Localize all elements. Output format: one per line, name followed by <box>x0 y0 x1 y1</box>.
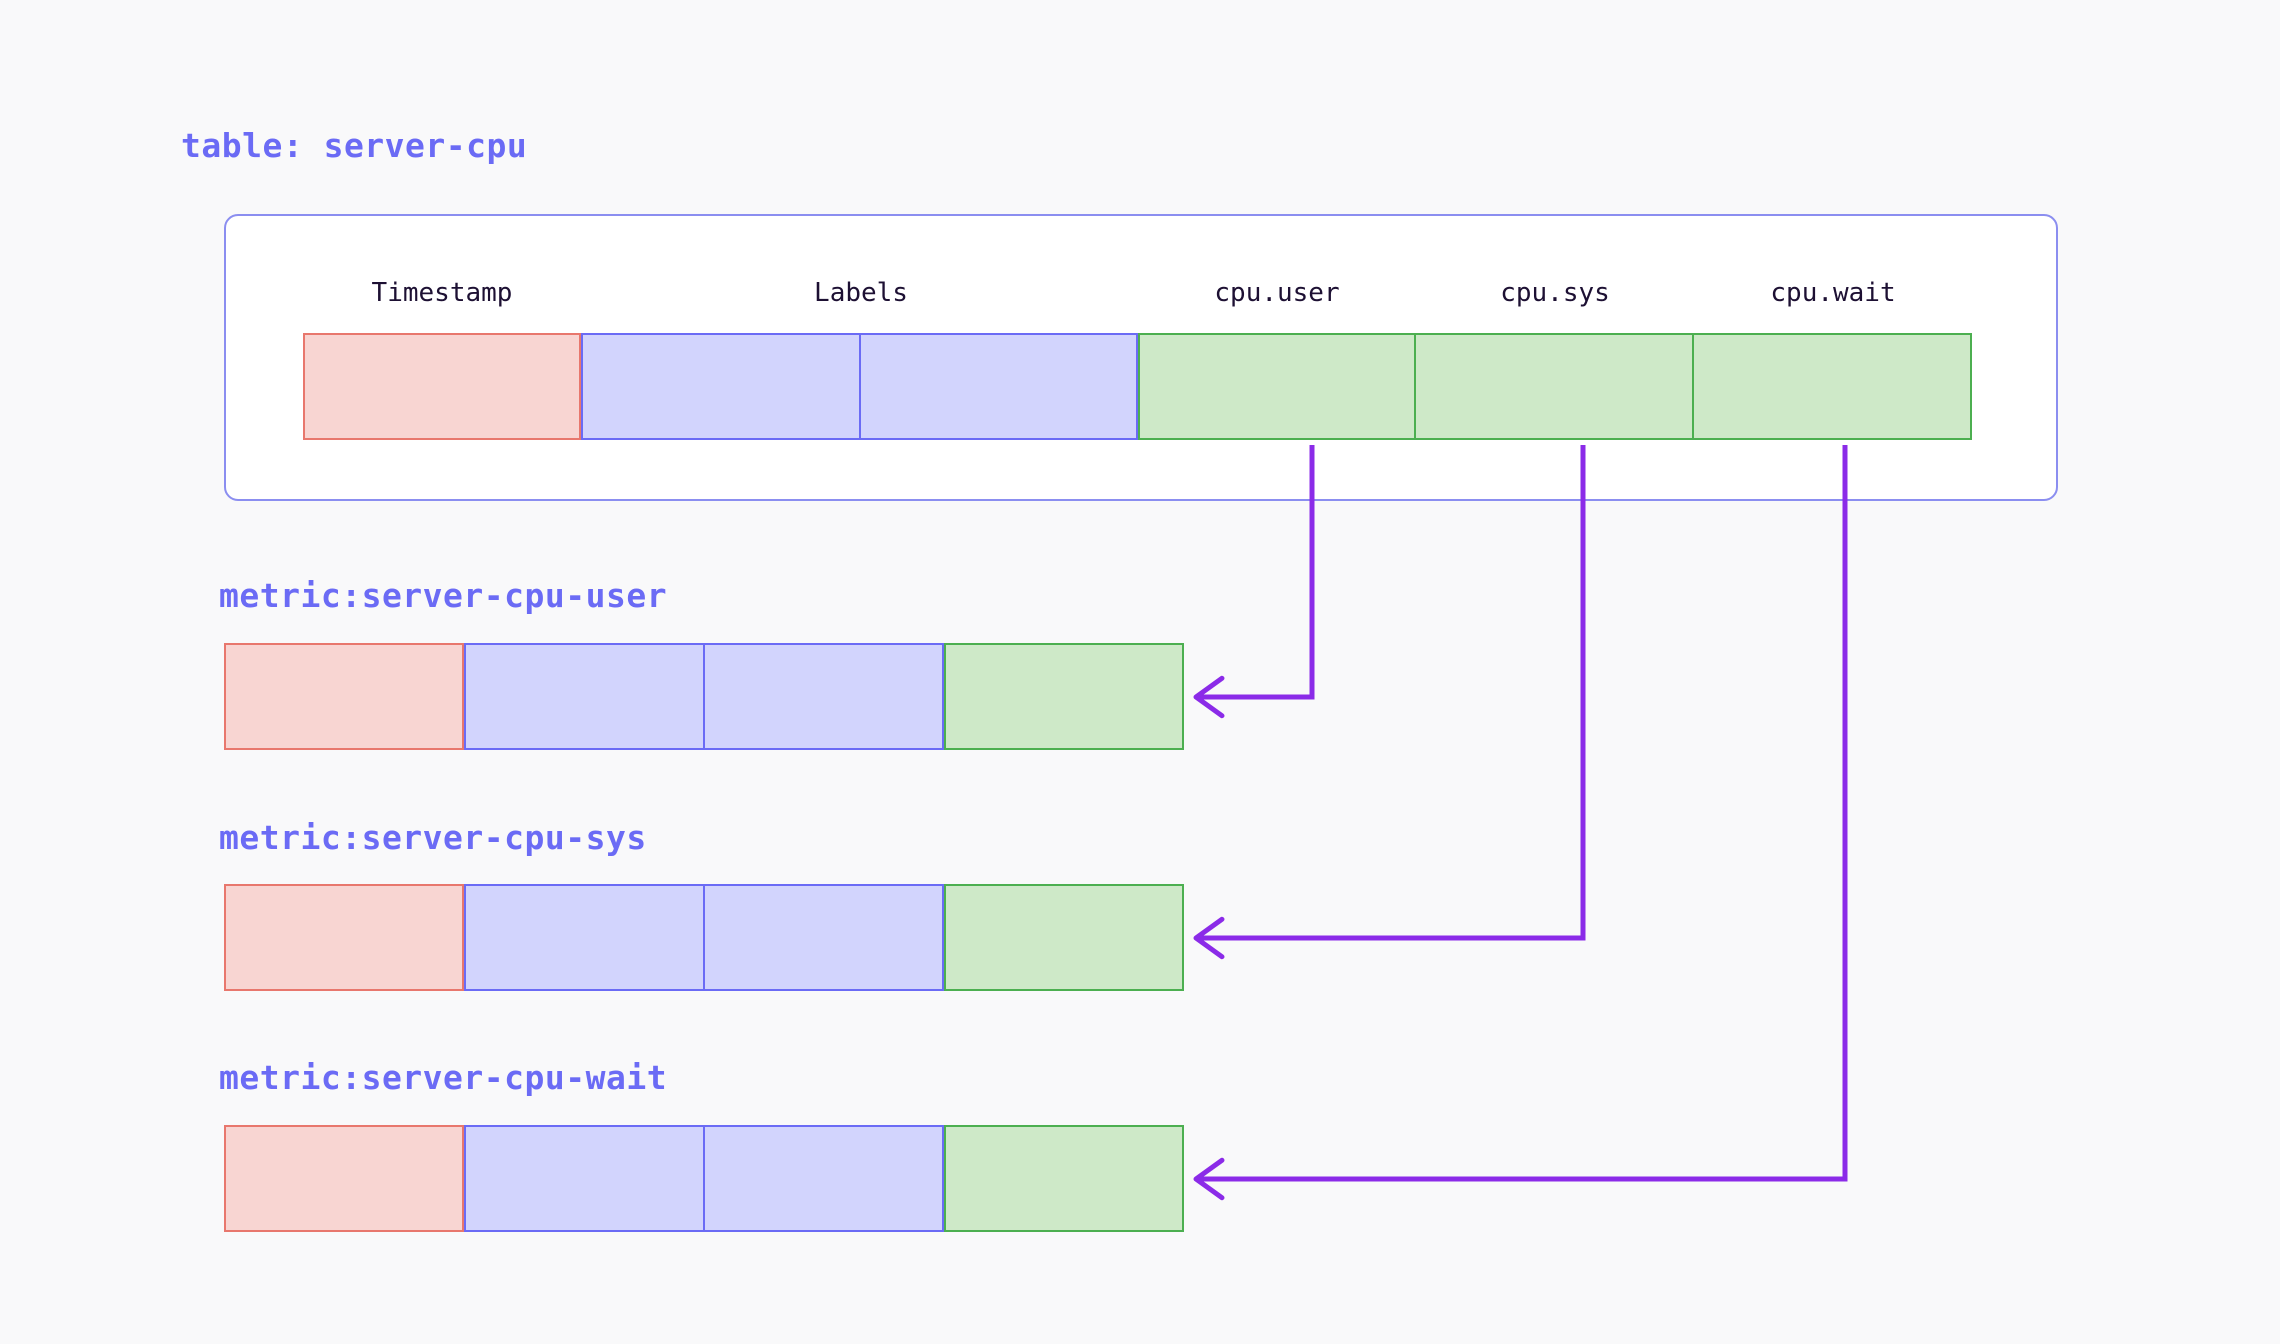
table-cell-cpu-user <box>1138 333 1415 440</box>
table-cell-labels <box>581 333 860 440</box>
metric-cell-blue <box>464 1125 704 1232</box>
metric-cell-blue <box>704 1125 944 1232</box>
table-cell-cpu-wait <box>1693 333 1972 440</box>
metric-row-2 <box>224 1125 1184 1232</box>
metric-title-2: metric:server-cpu-wait <box>219 1058 668 1097</box>
table-title: table: server-cpu <box>181 126 528 165</box>
metric-cell-red <box>224 643 464 750</box>
metric-cell-green <box>944 643 1184 750</box>
metric-title-1: metric:server-cpu-sys <box>219 818 647 857</box>
column-header-timestamp: Timestamp <box>371 278 513 308</box>
metric-cell-blue <box>704 643 944 750</box>
metric-cell-red <box>224 884 464 991</box>
column-header-labels: Labels <box>814 278 908 308</box>
table-column-headers: Timestamp Labels cpu.user cpu.sys cpu.wait <box>224 278 2058 320</box>
metric-row-0 <box>224 643 1184 750</box>
column-header-cpu-user: cpu.user <box>1214 278 1340 308</box>
metric-title-0: metric:server-cpu-user <box>219 576 668 615</box>
column-header-cpu-wait: cpu.wait <box>1770 278 1896 308</box>
metric-cell-green <box>944 884 1184 991</box>
table-cell-timestamp <box>303 333 581 440</box>
table-cell-labels2 <box>860 333 1138 440</box>
table-cell-row <box>303 333 1972 440</box>
arrow-cpu-wait <box>1193 445 1848 1201</box>
arrow-head <box>1193 675 1225 719</box>
table-cell-cpu-sys <box>1415 333 1693 440</box>
metric-cell-green <box>944 1125 1184 1232</box>
arrow-head <box>1193 916 1225 960</box>
metric-cell-blue <box>704 884 944 991</box>
arrow-head <box>1193 1157 1225 1201</box>
column-header-cpu-sys: cpu.sys <box>1500 278 1610 308</box>
arrow-cpu-sys <box>1193 445 1586 960</box>
metric-cell-blue <box>464 884 704 991</box>
metric-cell-blue <box>464 643 704 750</box>
metric-cell-red <box>224 1125 464 1232</box>
metric-row-1 <box>224 884 1184 991</box>
